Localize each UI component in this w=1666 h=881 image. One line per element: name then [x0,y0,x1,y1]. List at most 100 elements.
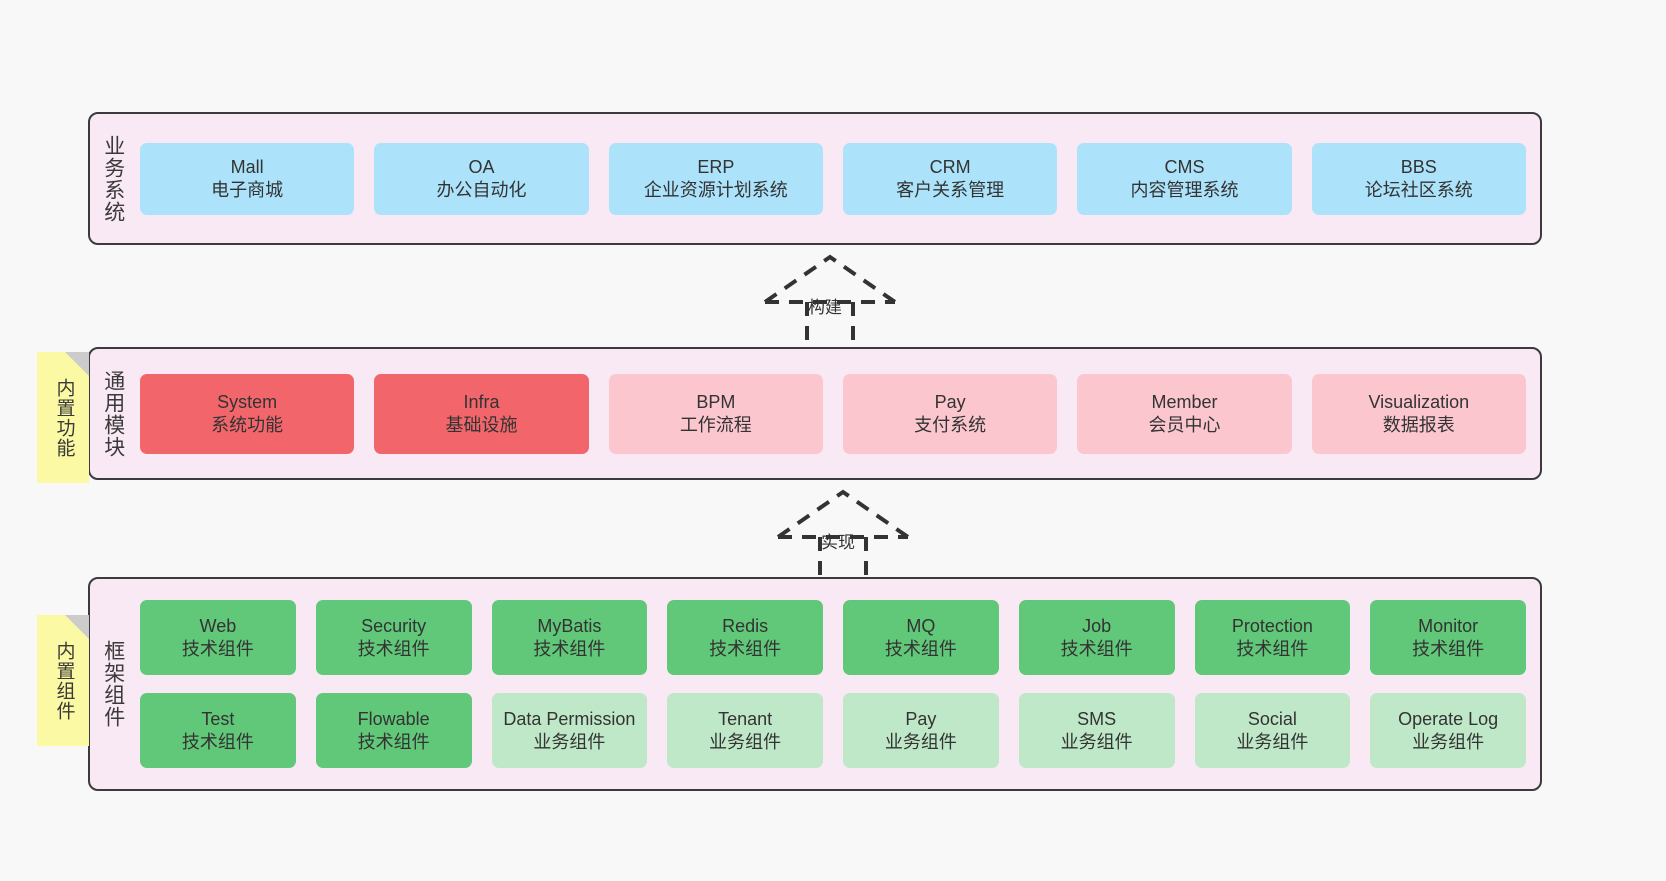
card-title-cn: 业务组件 [533,731,606,752]
card-title-cn: 客户关系管理 [896,179,1005,200]
card-title-cn: 办公自动化 [436,179,527,200]
layer-body-framework-components: Web 技术组件 Security 技术组件 MyBatis 技术组件 Redi… [136,579,1540,789]
card-title-en: Monitor [1418,616,1479,636]
card-crm[interactable]: CRM 客户关系管理 [842,142,1058,215]
card-protection[interactable]: Protection 技术组件 [1194,600,1351,675]
card-title-cn: 技术组件 [1060,638,1133,659]
card-bpm[interactable]: BPM 工作流程 [608,373,823,454]
card-title-en: Pay [934,392,966,412]
connector-label-implement: 实现 [821,533,855,552]
card-test[interactable]: Test 技术组件 [140,693,296,768]
card-title-en: Infra [463,392,500,412]
card-title-en: MQ [906,616,936,636]
card-title-cn: 技术组件 [1236,638,1309,659]
card-sms[interactable]: SMS 业务组件 [1018,693,1175,768]
card-title-cn: 技术组件 [357,731,430,752]
card-social[interactable]: Social 业务组件 [1194,693,1351,768]
card-row: System 系统功能 Infra 基础设施 BPM 工作流程 Pay 支付系统… [140,373,1526,454]
card-title-cn: 业务组件 [709,731,782,752]
card-row: Web 技术组件 Security 技术组件 MyBatis 技术组件 Redi… [140,600,1526,675]
card-title-en: Pay [905,709,937,729]
layer-common-modules: 通用模块 System 系统功能 Infra 基础设施 BPM 工作流程 Pay… [88,347,1542,480]
card-title-en: ERP [697,157,735,177]
card-title-en: Web [199,616,237,636]
card-title-cn: 技术组件 [357,638,430,659]
card-title-en: Operate Log [1398,709,1499,729]
card-title-cn: 技术组件 [884,638,957,659]
layer-title-framework-components: 框架组件 [101,640,125,728]
card-visualization[interactable]: Visualization 数据报表 [1311,373,1526,454]
card-oa[interactable]: OA 办公自动化 [374,142,589,215]
layer-body-business-system: Mall 电子商城 OA 办公自动化 ERP 企业资源计划系统 CRM 客户关系… [136,114,1540,243]
card-erp[interactable]: ERP 企业资源计划系统 [608,142,823,215]
folded-corner-icon [65,352,89,376]
layer-title-common-modules: 通用模块 [101,369,125,458]
card-title-en: Tenant [718,709,773,729]
card-title-en: Protection [1231,616,1313,636]
card-title-cn: 业务组件 [1236,731,1309,752]
card-title-cn: 业务组件 [1412,731,1485,752]
card-title-en: Data Permission [503,709,636,729]
card-title-en: Flowable [357,709,430,729]
connector-label-build: 构建 [808,298,842,317]
sticky-note-label: 内置功能 [53,377,75,458]
card-title-en: Test [201,709,235,729]
card-title-cn: 工作流程 [679,414,752,435]
card-title-en: Job [1082,616,1112,636]
card-monitor[interactable]: Monitor 技术组件 [1370,600,1526,675]
card-pay-business[interactable]: Pay 业务组件 [843,693,999,768]
card-row: Mall 电子商城 OA 办公自动化 ERP 企业资源计划系统 CRM 客户关系… [140,142,1526,215]
connector-build: 构建 [760,252,910,347]
card-title-cn: 内容管理系统 [1130,179,1239,200]
card-data-permission[interactable]: Data Permission 业务组件 [491,693,648,768]
card-row: Test 技术组件 Flowable 技术组件 Data Permission … [140,693,1526,768]
sticky-note-label: 内置组件 [53,640,75,721]
layer-framework-components: 框架组件 Web 技术组件 Security 技术组件 MyBatis 技术组件… [88,577,1542,791]
card-flowable[interactable]: Flowable 技术组件 [315,693,472,768]
card-job[interactable]: Job 技术组件 [1018,600,1175,675]
card-title-en: System [217,392,278,412]
card-title-cn: 技术组件 [181,731,254,752]
card-member[interactable]: Member 会员中心 [1077,373,1292,454]
card-title-en: Member [1151,392,1218,412]
card-mybatis[interactable]: MyBatis 技术组件 [491,600,648,675]
card-title-en: SMS [1077,709,1117,729]
card-title-cn: 技术组件 [181,638,254,659]
card-title-en: Social [1247,709,1297,729]
layer-body-common-modules: System 系统功能 Infra 基础设施 BPM 工作流程 Pay 支付系统… [136,349,1540,478]
card-system[interactable]: System 系统功能 [140,373,355,454]
card-title-cn: 系统功能 [211,414,284,435]
card-operate-log[interactable]: Operate Log 业务组件 [1370,693,1526,768]
card-title-cn: 技术组件 [709,638,782,659]
card-title-en: Mall [230,157,264,177]
card-mall[interactable]: Mall 电子商城 [140,142,355,215]
folded-corner-icon [65,615,89,639]
card-title-en: CMS [1164,157,1205,177]
connector-implement: 实现 [773,487,923,582]
card-redis[interactable]: Redis 技术组件 [667,600,823,675]
layer-business-system: 业务系统 Mall 电子商城 OA 办公自动化 ERP 企业资源计划系统 CRM… [88,112,1542,245]
card-mq[interactable]: MQ 技术组件 [843,600,999,675]
card-bbs[interactable]: BBS 论坛社区系统 [1311,142,1526,215]
card-web[interactable]: Web 技术组件 [140,600,296,675]
sticky-note-builtin-components: 内置组件 [37,615,89,746]
card-pay[interactable]: Pay 支付系统 [842,373,1058,454]
dashed-generalization-arrow-icon [763,254,897,347]
card-title-cn: 业务组件 [884,731,957,752]
sticky-note-builtin-functions: 内置功能 [37,352,89,483]
dashed-generalization-arrow-icon [776,489,910,582]
card-title-cn: 基础设施 [445,414,518,435]
card-title-cn: 会员中心 [1148,414,1221,435]
card-title-en: OA [468,157,495,177]
card-title-en: BPM [696,392,736,412]
card-tenant[interactable]: Tenant 业务组件 [667,693,823,768]
card-title-en: CRM [929,157,971,177]
card-title-cn: 业务组件 [1060,731,1133,752]
layer-title-business-system: 业务系统 [101,134,125,223]
card-cms[interactable]: CMS 内容管理系统 [1077,142,1292,215]
card-infra[interactable]: Infra 基础设施 [374,373,589,454]
card-title-cn: 支付系统 [914,414,987,435]
card-security[interactable]: Security 技术组件 [315,600,472,675]
card-title-en: Security [361,616,427,636]
